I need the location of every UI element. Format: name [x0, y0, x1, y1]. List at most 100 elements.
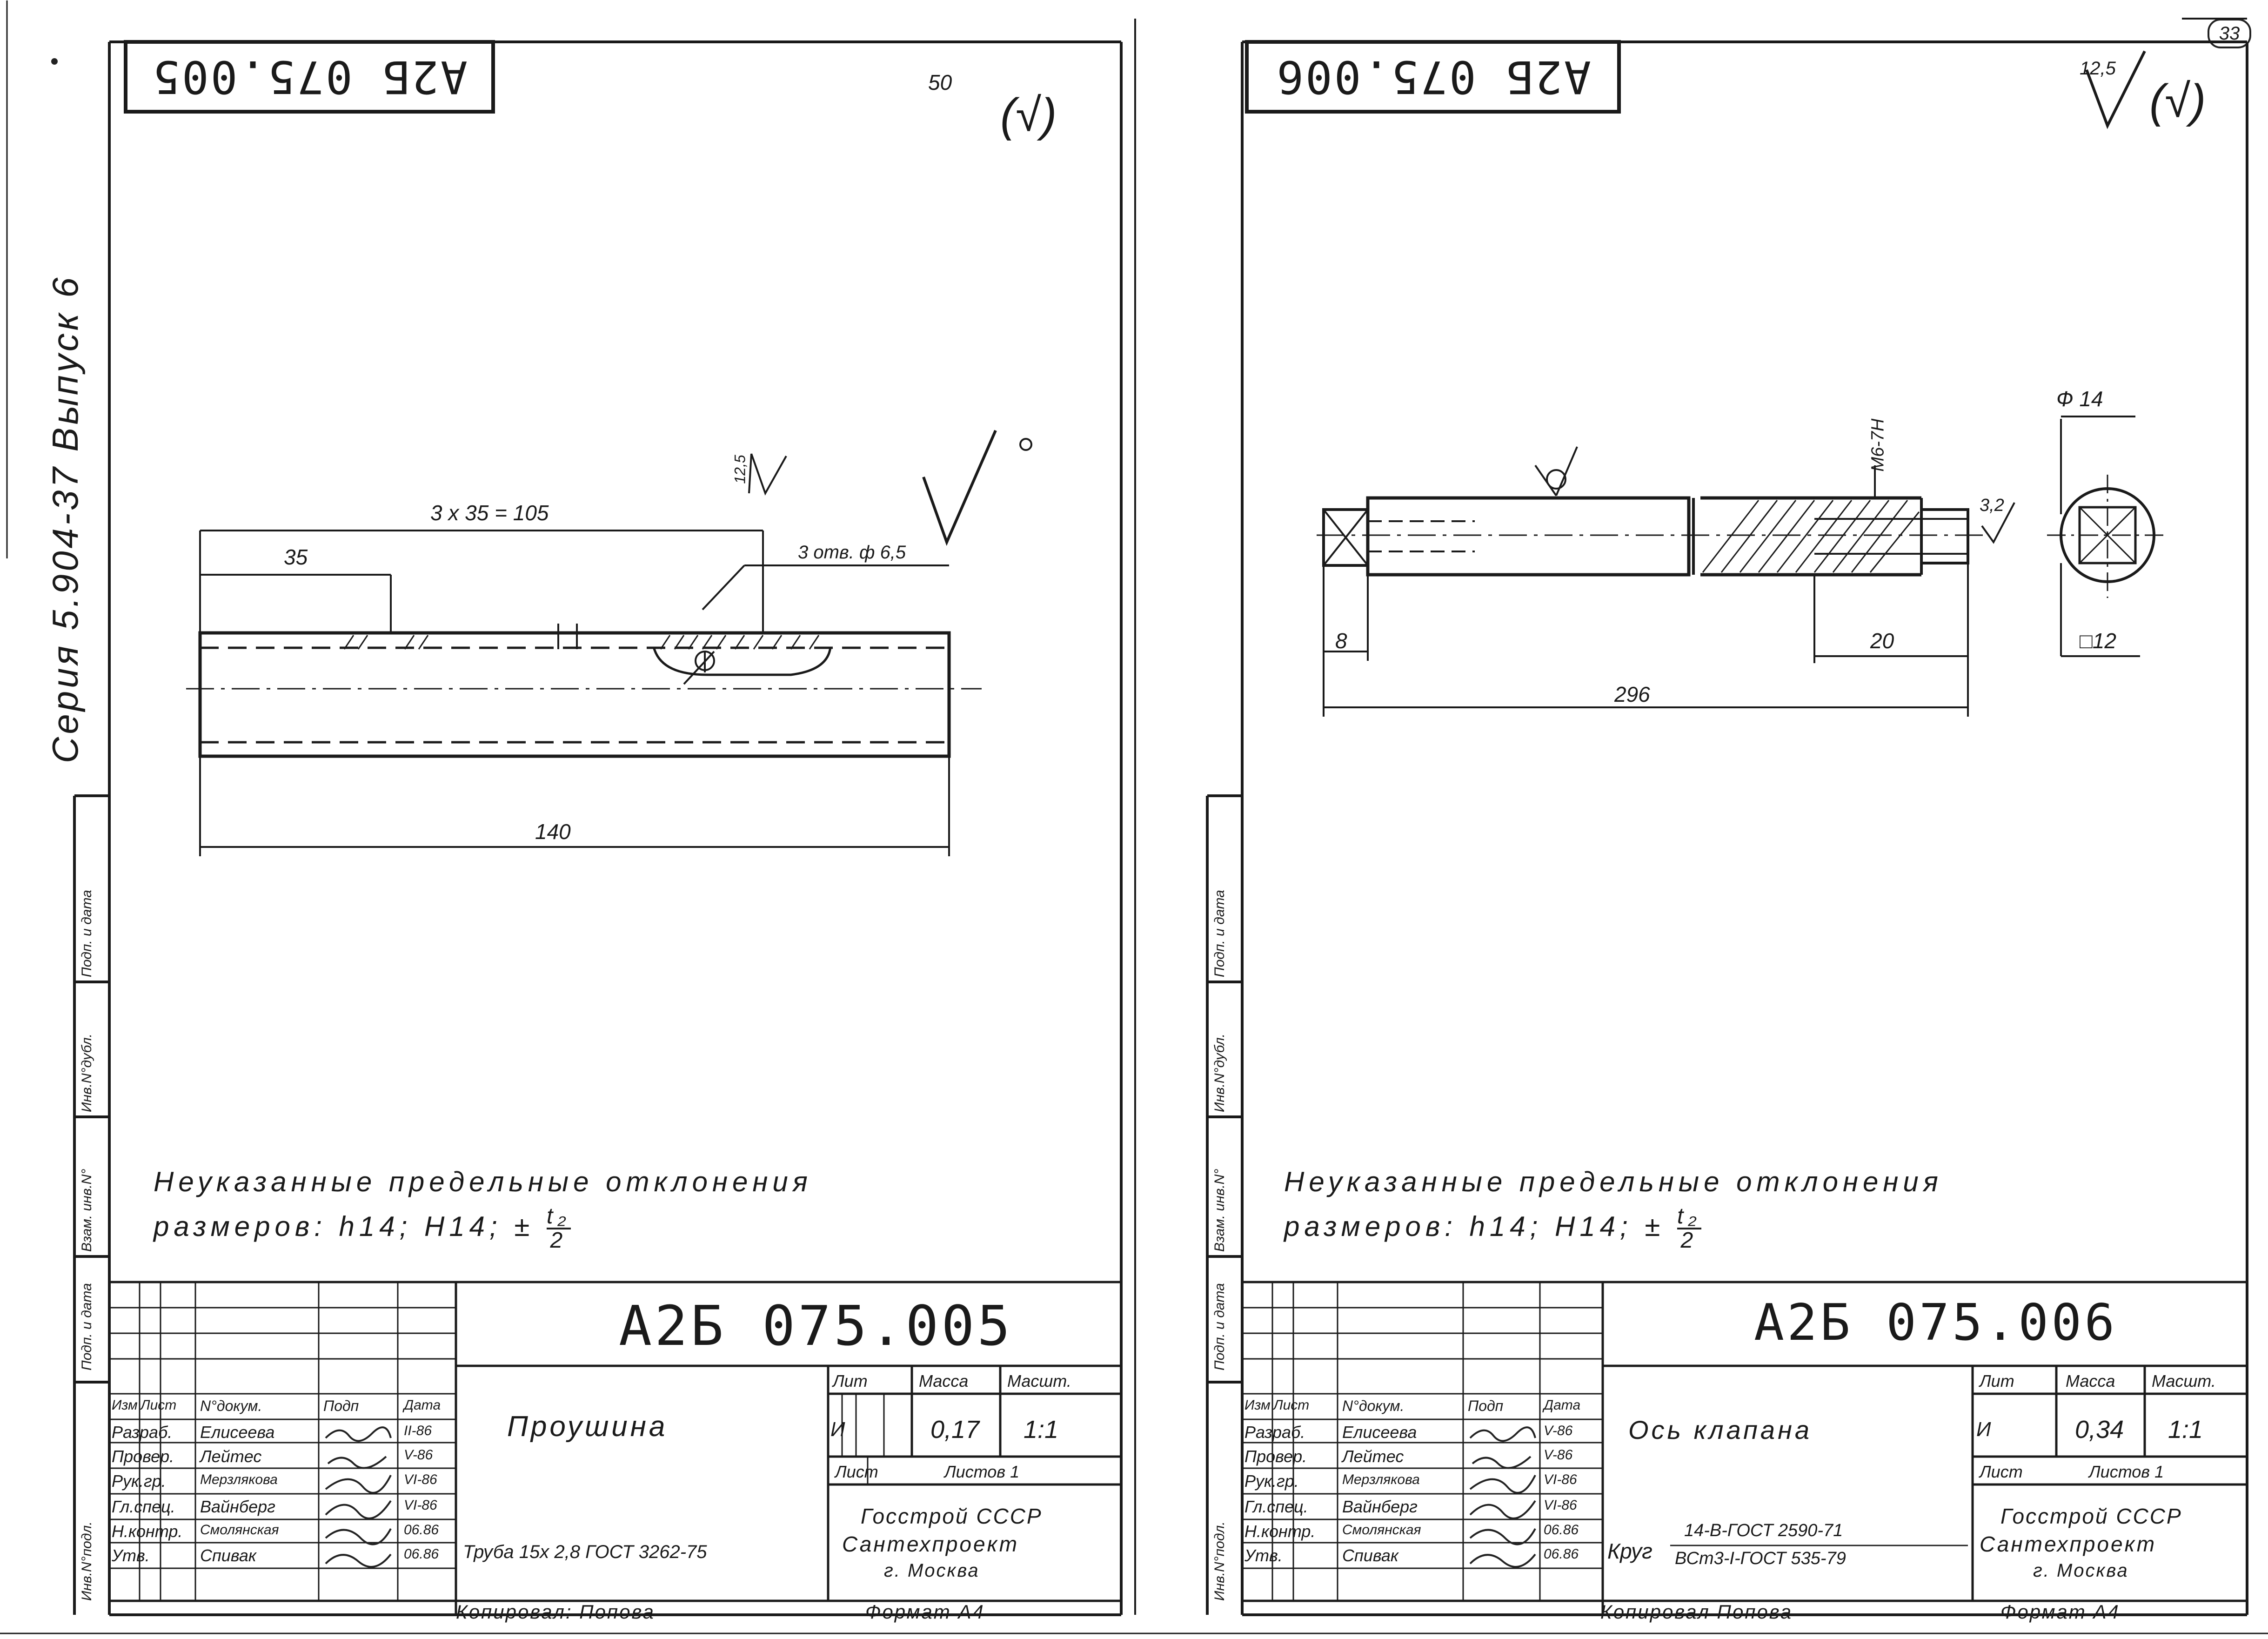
left-h-doc: N°докум. — [200, 1397, 262, 1414]
right-note-frac: t₂ 2 — [1677, 1205, 1701, 1252]
left-mass-label: Масса — [919, 1371, 969, 1390]
right-person-4: Смолянская — [1342, 1522, 1421, 1538]
left-note-frac-den: 2 — [550, 1228, 568, 1253]
right-roughness-value: 12,5 — [2080, 58, 2116, 79]
left-sheets-label: Листов 1 — [944, 1462, 1020, 1481]
right-org-1: Госстрой СССР — [2000, 1504, 2182, 1528]
right-role-2: Рук.гр. — [1244, 1471, 1299, 1491]
dim-end: 8 — [1335, 629, 1347, 653]
dim-rough-local-right: 3,2 — [1980, 496, 2004, 515]
right-margin-label-3: Инв.N°дубл. — [1212, 1034, 1227, 1112]
right-lit-value: И — [1976, 1418, 1991, 1441]
right-org-2: Сантехпроект — [1980, 1532, 2157, 1556]
right-date-0: V-86 — [1544, 1423, 1573, 1438]
left-lit-label: Лит — [833, 1371, 868, 1390]
right-note-line1: Неуказанные предельные отклонения — [1284, 1166, 1943, 1197]
left-roughness-paren: (√) — [1000, 89, 1057, 141]
left-date-5: 06.86 — [404, 1546, 439, 1562]
dim-pitch: 3 х 35 = 105 — [430, 501, 549, 525]
right-doc-code: А2Б 075.006 — [1754, 1294, 2118, 1352]
left-note-prefix: размеров: h14; H14; ± — [154, 1210, 535, 1242]
left-role-5: Утв. — [112, 1546, 150, 1565]
left-h-podp: Подп — [323, 1397, 359, 1414]
dim-thread: М6-7Н — [1868, 418, 1888, 472]
dim-thread-len: 20 — [1870, 629, 1894, 653]
dim-square: □12 — [2080, 629, 2116, 653]
left-org-2: Сантехпроект — [842, 1532, 1019, 1556]
right-person-0: Елисеева — [1342, 1423, 1417, 1442]
right-margin-label-0: Инв.N°подл. — [1212, 1521, 1227, 1601]
right-lit-label: Лит — [1980, 1371, 2014, 1390]
right-scale-label: Масшт. — [2152, 1371, 2216, 1390]
dim-holes: 3 отв. ф 6,5 — [798, 542, 906, 563]
dim-dia: Ф 14 — [2056, 387, 2103, 411]
right-stamp-code: А2Б 075.006 — [1275, 51, 1591, 103]
right-role-4: Н.контр. — [1244, 1522, 1316, 1541]
left-note-line1: Неуказанные предельные отклонения — [154, 1166, 812, 1197]
right-sheets-label: Листов 1 — [2089, 1462, 2164, 1481]
left-date-3: VI-86 — [404, 1498, 437, 1513]
right-role-3: Гл.спец. — [1244, 1497, 1308, 1516]
right-note-frac-den: 2 — [1680, 1228, 1698, 1253]
right-person-1: Лейтес — [1342, 1447, 1404, 1466]
dim-length: 140 — [535, 820, 571, 844]
tube-drawing — [186, 430, 1032, 856]
left-margin-label-2: Взам. инв.N° — [79, 1169, 94, 1252]
left-margin-label-4: Подп. и дата — [79, 890, 94, 977]
left-person-4: Смолянская — [200, 1522, 279, 1538]
right-format: Формат А4 — [2000, 1601, 2120, 1623]
right-date-5: 06.86 — [1544, 1546, 1579, 1562]
left-lit-value: И — [830, 1418, 845, 1441]
left-material: Труба 15х 2,8 ГОСТ 3262-75 — [463, 1542, 707, 1562]
right-h-doc: N°докум. — [1342, 1397, 1405, 1414]
left-person-2: Мерзлякова — [200, 1472, 278, 1487]
left-roughness-value: 50 — [928, 70, 952, 94]
left-margin-label-0: Инв.N°подл. — [79, 1521, 94, 1601]
right-date-2: VI-86 — [1544, 1472, 1577, 1487]
left-mass-value: 0,17 — [930, 1416, 980, 1444]
dot-mark — [51, 58, 58, 65]
right-h-izm: Изм — [1244, 1397, 1271, 1413]
right-person-3: Вайнберг — [1342, 1497, 1418, 1516]
left-sheet-label: Лист — [835, 1462, 878, 1481]
left-role-4: Н.контр. — [112, 1522, 183, 1541]
right-note-frac-num: t₂ — [1677, 1204, 1701, 1229]
right-margin-label-4: Подп. и дата — [1212, 890, 1227, 977]
left-date-0: II-86 — [404, 1423, 432, 1438]
left-person-3: Вайнберг — [200, 1497, 275, 1516]
left-copied-by: Копировал: Попова — [456, 1601, 655, 1623]
dim-first: 35 — [284, 545, 308, 569]
left-org-3: г. Москва — [884, 1560, 980, 1581]
left-org-1: Госстрой СССР — [861, 1504, 1043, 1528]
right-mass-label: Масса — [2066, 1371, 2115, 1390]
right-material-line2: ВСт3-I-ГОСТ 535-79 — [1675, 1549, 1846, 1568]
left-note-frac-num: t₂ — [547, 1204, 571, 1229]
right-scale-value: 1:1 — [2168, 1416, 2203, 1444]
right-mass-value: 0,34 — [2075, 1416, 2124, 1444]
right-margin-label-1: Подп. и дата — [1212, 1283, 1227, 1370]
left-signatures — [325, 1426, 392, 1568]
left-date-2: VI-86 — [404, 1472, 437, 1487]
left-note-frac: t₂ 2 — [547, 1205, 571, 1252]
right-part-name: Ось клапана — [1628, 1415, 1813, 1444]
left-h-list: Лист — [140, 1397, 177, 1413]
left-person-1: Лейтес — [200, 1447, 262, 1466]
left-stamp-code: А2Б 075.005 — [151, 51, 468, 103]
left-margin-label-1: Подп. и дата — [79, 1283, 94, 1370]
left-role-2: Рук.гр. — [112, 1471, 166, 1491]
left-role-3: Гл.спец. — [112, 1497, 175, 1516]
left-date-4: 06.86 — [404, 1522, 439, 1538]
right-org-3: г. Москва — [2033, 1560, 2129, 1581]
left-part-name: Проушина — [507, 1411, 668, 1443]
right-role-0: Разраб. — [1244, 1423, 1305, 1442]
dim-length-right: 296 — [1614, 682, 1650, 706]
right-role-5: Утв. — [1244, 1546, 1283, 1565]
right-role-1: Провер. — [1244, 1447, 1307, 1466]
right-h-podp: Подп — [1468, 1397, 1504, 1414]
right-note-line2: размеров: h14; H14; ± t₂ 2 — [1284, 1205, 1701, 1252]
left-note-line2: размеров: h14; H14; ± t₂ 2 — [154, 1205, 571, 1252]
right-material-line1: 14-В-ГОСТ 2590-71 — [1684, 1521, 1843, 1540]
left-h-izm: Изм — [112, 1397, 138, 1413]
right-sheet-label: Лист — [1980, 1462, 2023, 1481]
left-scale-label: Масшт. — [1007, 1371, 1071, 1390]
